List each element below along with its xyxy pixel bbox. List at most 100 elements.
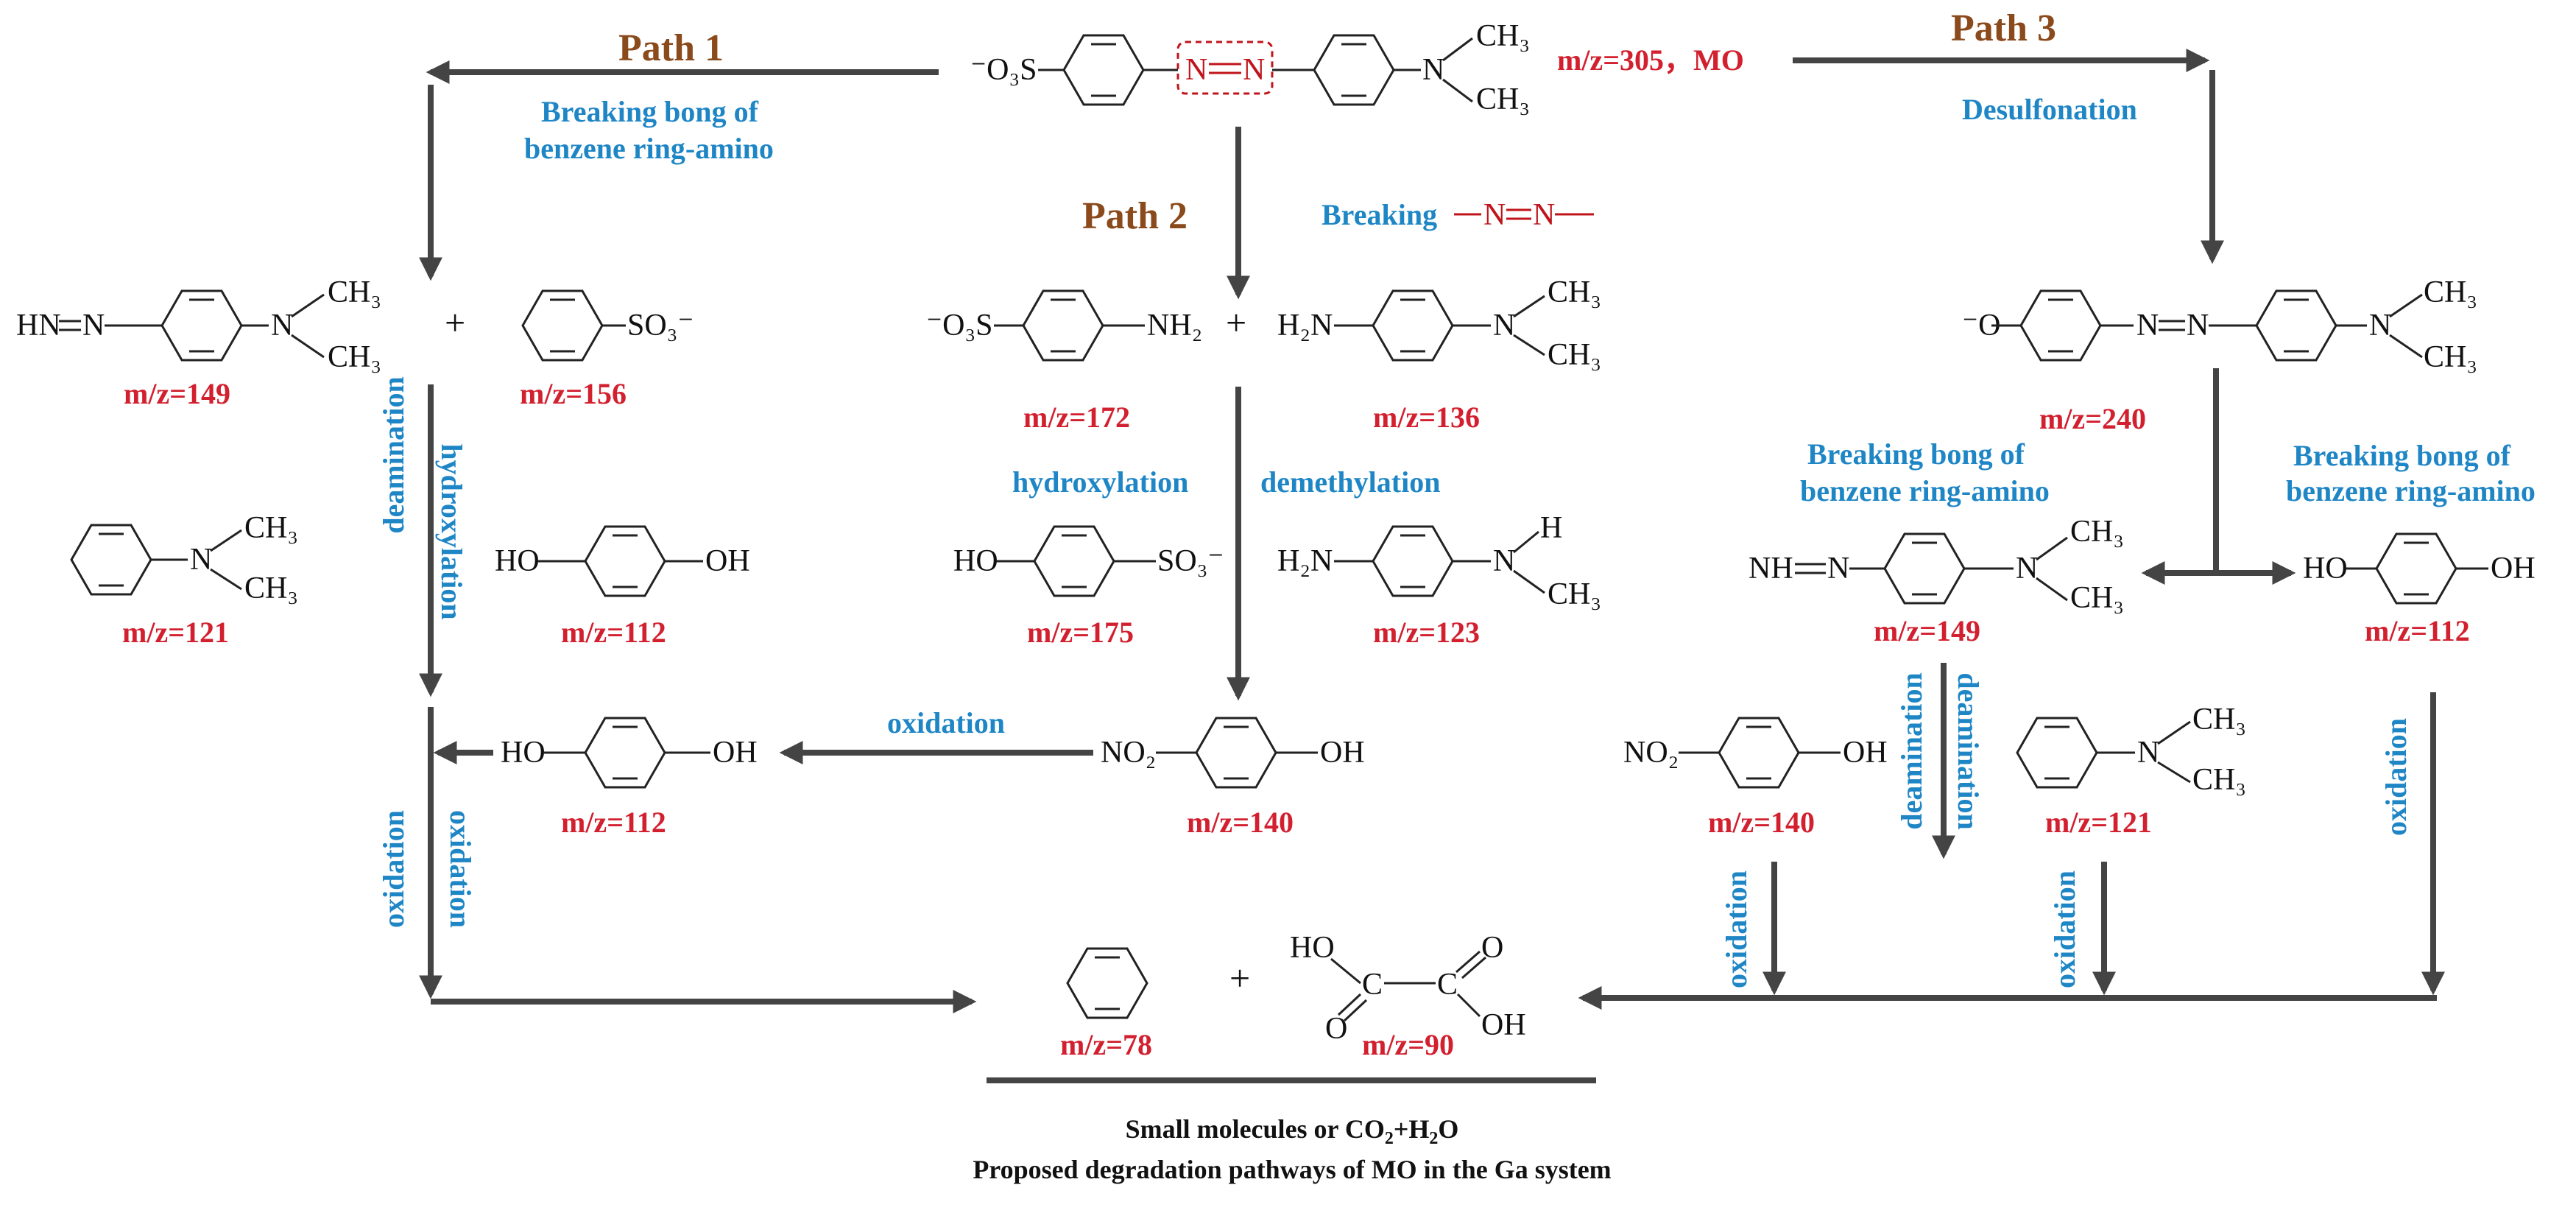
svg-text:OH: OH xyxy=(1843,736,1888,770)
deamination-label: deamination xyxy=(377,376,410,533)
hydroxybenzenesulfonate: HO SO₃⁻ xyxy=(953,525,1224,597)
nh-azo-dimethylaniline: NH N N CH₃ CH₃ xyxy=(1748,515,2124,615)
plus-1: + xyxy=(445,302,465,343)
hydroxylation-label: hydroxylation xyxy=(435,443,468,619)
svg-text:N: N xyxy=(1483,198,1506,232)
mz-112-a: m/z=112 xyxy=(561,616,666,649)
mz-112-c: m/z=112 xyxy=(2365,614,2470,647)
n-dimethylaniline-a: N CH₃ CH₃ xyxy=(70,511,298,605)
p3a-label-2: benzene ring-amino xyxy=(1800,474,2050,507)
svg-text:⁻O₃S: ⁻O₃S xyxy=(970,53,1037,87)
svg-text:N: N xyxy=(1493,309,1515,342)
svg-text:N: N xyxy=(1493,544,1515,578)
svg-text:N: N xyxy=(82,309,105,342)
caption-line-1: Small molecules or CO2+H2O xyxy=(1126,1114,1459,1148)
mz-149-a: m/z=149 xyxy=(124,377,230,410)
svg-text:HO: HO xyxy=(953,544,998,578)
mz-78: m/z=78 xyxy=(1060,1028,1152,1061)
svg-text:OH: OH xyxy=(1320,736,1365,770)
benzenesulfonate: SO₃⁻ xyxy=(521,289,694,362)
svg-text:HO: HO xyxy=(501,736,546,770)
svg-text:CH₃: CH₃ xyxy=(328,275,381,309)
svg-text:CH₃: CH₃ xyxy=(2424,275,2477,309)
svg-text:N: N xyxy=(2369,309,2391,342)
mz-136: m/z=136 xyxy=(1373,401,1480,434)
svg-text:H: H xyxy=(1540,511,1562,545)
mo-structure: ⁻O₃S N N N CH₃ CH₃ xyxy=(970,19,1530,116)
p3b-label-2: benzene ring-amino xyxy=(2286,474,2536,507)
svg-text:OH: OH xyxy=(705,544,750,578)
svg-text:N: N xyxy=(1243,53,1265,87)
svg-text:CH₃: CH₃ xyxy=(244,511,298,545)
svg-text:N: N xyxy=(271,309,293,342)
plus-3: + xyxy=(1229,957,1250,999)
hn-azo-dimethylaniline: HN N N CH₃ CH₃ xyxy=(16,275,381,374)
svg-text:N: N xyxy=(2016,552,2038,585)
hydroquinone-a: HO OH xyxy=(495,525,750,597)
svg-text:N: N xyxy=(2137,736,2159,770)
mz-149-b: m/z=149 xyxy=(1874,614,1980,647)
svg-text:CH₃: CH₃ xyxy=(1548,275,1601,309)
svg-text:SO₃⁻: SO₃⁻ xyxy=(1157,544,1224,578)
svg-text:CH₃: CH₃ xyxy=(2070,515,2124,549)
svg-text:CH₃: CH₃ xyxy=(1476,19,1530,53)
oxalic-acid: HO C C O O OH xyxy=(1290,931,1526,1046)
svg-text:SO₃⁻: SO₃⁻ xyxy=(627,309,694,342)
svg-text:HO: HO xyxy=(495,544,540,578)
path-1-label: Path 1 xyxy=(618,27,724,69)
svg-text:CH₃: CH₃ xyxy=(2192,763,2246,797)
mz-140-b: m/z=140 xyxy=(1708,806,1815,839)
nitrophenol-a: NO₂ OH xyxy=(1101,717,1365,789)
svg-text:HO: HO xyxy=(2303,552,2348,585)
svg-text:C: C xyxy=(1437,968,1458,1002)
mz-90: m/z=90 xyxy=(1362,1028,1454,1061)
svg-text:NH: NH xyxy=(1748,552,1793,585)
svg-text:NO₂: NO₂ xyxy=(1101,736,1156,770)
svg-text:N: N xyxy=(1185,53,1207,87)
mz-140-a: m/z=140 xyxy=(1187,806,1294,839)
svg-text:OH: OH xyxy=(1481,1008,1526,1042)
svg-text:CH₃: CH₃ xyxy=(1548,338,1601,372)
svg-text:Breaking: Breaking xyxy=(1321,198,1437,231)
mz-156: m/z=156 xyxy=(520,377,627,410)
svg-text:CH₃: CH₃ xyxy=(244,571,298,605)
svg-text:HO: HO xyxy=(1290,931,1335,965)
nitrophenol-b: NO₂ OH xyxy=(1623,717,1888,789)
demethylation-label: demethylation xyxy=(1260,465,1440,499)
breaking-azo-label: Breaking N N xyxy=(1321,198,1594,232)
deamination-right-2: deamination xyxy=(1952,672,1985,829)
svg-text:N: N xyxy=(2136,309,2159,342)
svg-text:N: N xyxy=(190,543,212,577)
mz-175: m/z=175 xyxy=(1027,616,1134,649)
mo-ring-1 xyxy=(1062,34,1145,106)
svg-text:NH₂: NH₂ xyxy=(1147,309,1202,342)
hydroxylation2-label: hydroxylation xyxy=(1012,465,1188,499)
svg-text:C: C xyxy=(1362,968,1383,1002)
svg-text:CH₃: CH₃ xyxy=(1548,577,1601,611)
oxidation-mid-label: oxidation xyxy=(887,706,1005,739)
svg-text:N: N xyxy=(1827,552,1849,585)
oxidation-left-2: oxidation xyxy=(444,810,477,928)
p1-label-2: benzene ring-amino xyxy=(524,132,774,165)
desulfonation-label: Desulfonation xyxy=(1962,93,2137,126)
svg-text:HN: HN xyxy=(16,309,61,342)
methyl-phenylenediamine: H₂N N H CH₃ xyxy=(1277,511,1601,611)
p1-label-1: Breaking bong of xyxy=(541,95,759,128)
svg-text:H₂N: H₂N xyxy=(1277,309,1333,342)
mz-112-b: m/z=112 xyxy=(561,806,666,839)
mz-mo: m/z=305，MO xyxy=(1557,43,1744,77)
oxidation-right-3: oxidation xyxy=(2379,718,2413,836)
phenoxide-azo: ⁻O N N N CH₃ CH₃ xyxy=(1962,275,2477,374)
svg-text:CH₃: CH₃ xyxy=(2424,340,2477,374)
mz-123: m/z=123 xyxy=(1373,616,1480,649)
mz-121-a: m/z=121 xyxy=(122,616,229,649)
mz-172: m/z=172 xyxy=(1023,401,1130,434)
hydroquinone-b: HO OH xyxy=(501,717,758,789)
dimethyl-phenylenediamine: H₂N N CH₃ CH₃ xyxy=(1277,275,1601,372)
svg-text:CH₃: CH₃ xyxy=(1476,82,1530,116)
svg-text:⁻O₃S: ⁻O₃S xyxy=(926,309,993,342)
svg-text:NO₂: NO₂ xyxy=(1623,736,1679,770)
svg-text:OH: OH xyxy=(2491,552,2536,585)
svg-text:CH₃: CH₃ xyxy=(328,340,381,374)
